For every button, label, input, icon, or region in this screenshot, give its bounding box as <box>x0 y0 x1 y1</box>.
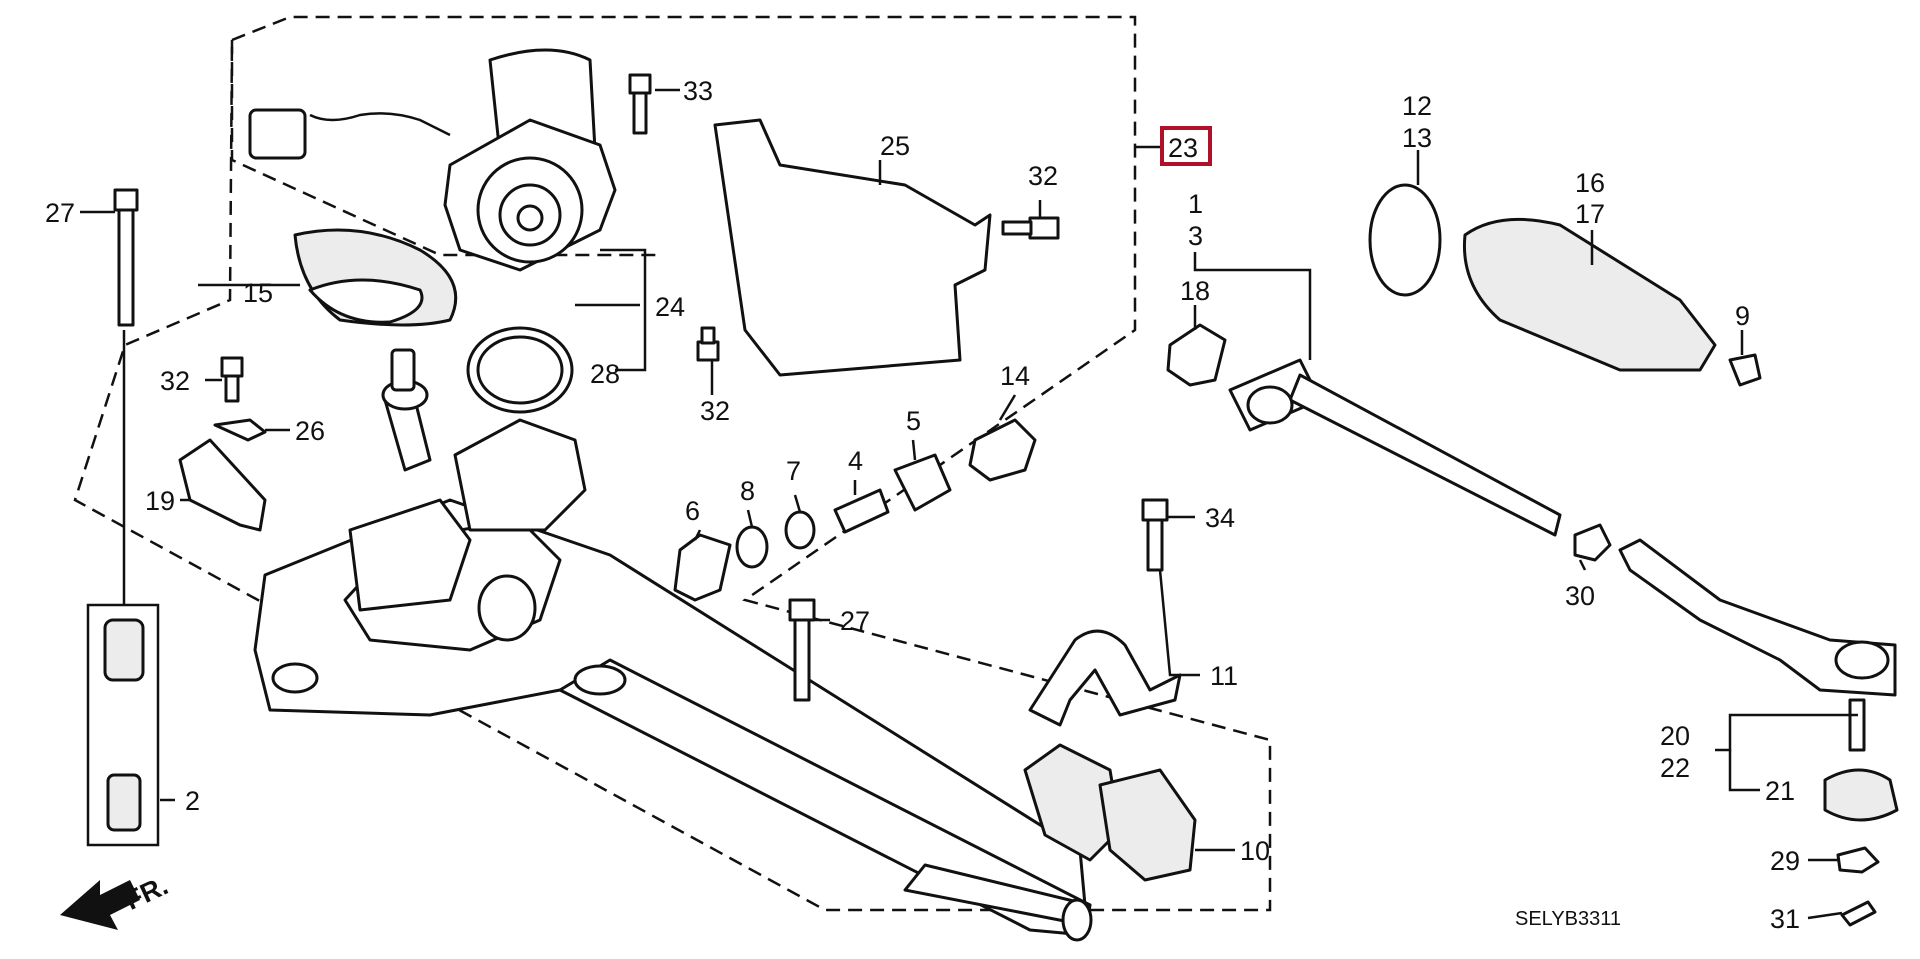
part-4-spring <box>833 488 890 534</box>
callout-24[interactable]: 24 <box>655 292 685 322</box>
callout-34[interactable]: 34 <box>1205 503 1235 533</box>
callout-26[interactable]: 26 <box>295 416 325 446</box>
part-16-boot <box>1462 217 1717 372</box>
callout-33[interactable]: 33 <box>683 76 713 106</box>
callout-25[interactable]: 25 <box>880 131 910 161</box>
callout-29[interactable]: 29 <box>1770 846 1800 876</box>
diagram-code: SELYB3311 <box>1515 908 1621 930</box>
part-18-lock-washer <box>1166 323 1227 387</box>
callout-2[interactable]: 2 <box>185 786 200 816</box>
svg-text:FR.: FR. <box>120 870 172 916</box>
callout-17[interactable]: 17 <box>1575 199 1605 229</box>
callout-32-a[interactable]: 32 <box>1028 161 1058 191</box>
part-26-clip <box>213 418 267 442</box>
callout-9[interactable]: 9 <box>1735 301 1750 331</box>
part-6-yoke <box>673 533 732 602</box>
callout-31[interactable]: 31 <box>1770 904 1800 934</box>
callout-12[interactable]: 12 <box>1402 91 1432 121</box>
part-8-ring <box>735 525 769 569</box>
callout-27-b[interactable]: 27 <box>840 606 870 636</box>
part-10-bellows <box>1023 743 1197 882</box>
callout-28[interactable]: 28 <box>590 359 620 389</box>
part-29-nut <box>1836 846 1880 874</box>
callout-1[interactable]: 1 <box>1188 189 1203 219</box>
callout-23-highlight <box>1160 126 1212 166</box>
callout-7[interactable]: 7 <box>786 456 801 486</box>
part-14-nut <box>968 418 1037 482</box>
callout-20[interactable]: 20 <box>1660 721 1690 751</box>
part-9-clip <box>1728 353 1762 387</box>
callout-4[interactable]: 4 <box>848 446 863 476</box>
callout-16[interactable]: 16 <box>1575 168 1605 198</box>
callout-11[interactable]: 11 <box>1210 661 1238 691</box>
callout-30[interactable]: 30 <box>1565 581 1595 611</box>
part-25-shield <box>713 118 992 377</box>
part-20-tie-rod-end <box>1618 538 1897 752</box>
part-19-bracket <box>178 438 267 532</box>
part-1-tie-rod <box>1228 358 1562 537</box>
callout-21[interactable]: 21 <box>1765 776 1795 806</box>
callout-32-c[interactable]: 32 <box>160 366 190 396</box>
callout-27-a[interactable]: 27 <box>45 198 75 228</box>
part-7-ring <box>784 510 816 550</box>
callout-8[interactable]: 8 <box>740 476 755 506</box>
callout-5[interactable]: 5 <box>906 406 921 436</box>
callout-10[interactable]: 10 <box>1240 836 1270 866</box>
callout-14[interactable]: 14 <box>1000 361 1030 391</box>
part-33-bolt <box>628 73 652 135</box>
front-direction-arrow: FR. <box>60 870 173 930</box>
part-12-clamp <box>1368 183 1442 297</box>
part-32-bolt-b <box>696 326 720 362</box>
part-31-pin <box>1840 900 1877 927</box>
callout-13[interactable]: 13 <box>1402 123 1432 153</box>
part-27-bolt <box>788 598 816 702</box>
part-21-boot <box>1823 768 1899 822</box>
part-5-plug <box>893 453 952 512</box>
part-15-seal <box>293 228 458 327</box>
part-27-long-bolt <box>113 188 139 327</box>
callout-3[interactable]: 3 <box>1188 221 1203 251</box>
part-11-bracket <box>1028 629 1182 727</box>
part-32-bolt-a <box>1001 216 1060 240</box>
steering-motor <box>248 48 617 272</box>
part-30-nut <box>1573 523 1612 562</box>
part-2-bushings <box>86 330 160 847</box>
part-34-bolt <box>1141 498 1169 572</box>
callout-15[interactable]: 15 <box>243 278 273 308</box>
callout-18[interactable]: 18 <box>1180 276 1210 306</box>
callout-22[interactable]: 22 <box>1660 753 1690 783</box>
part-32-bolt-c <box>220 356 244 403</box>
callout-6[interactable]: 6 <box>685 496 700 526</box>
callout-32-b[interactable]: 32 <box>700 396 730 426</box>
steering-rack-housing <box>253 348 1093 942</box>
callout-19[interactable]: 19 <box>145 486 175 516</box>
assembly-23-outline <box>73 15 1272 912</box>
callout-23[interactable]: 23 <box>1168 133 1198 163</box>
callouts: 27 33 25 32 24 28 15 32 32 26 19 2 14 5 … <box>45 76 1800 934</box>
callout-leaders <box>80 88 1858 920</box>
